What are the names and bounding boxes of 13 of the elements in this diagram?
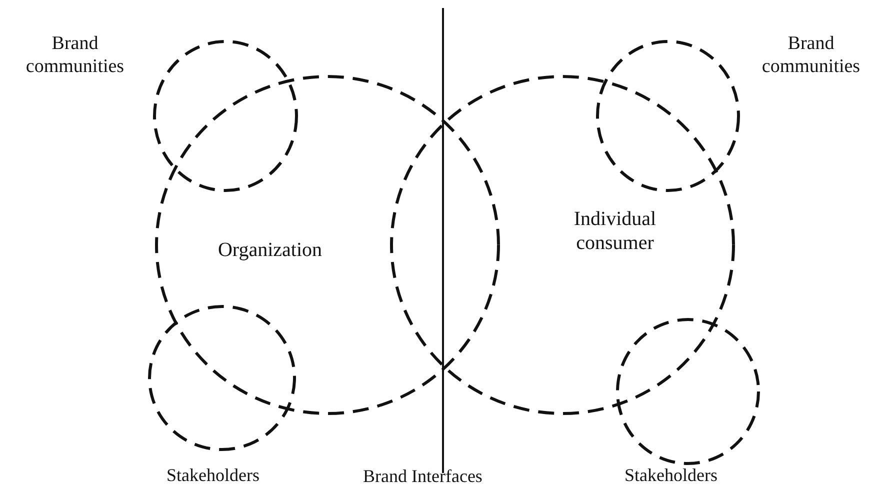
dashed-ellipse — [148, 305, 296, 451]
node-label: Stakeholders — [624, 465, 718, 487]
dashed-ellipse — [596, 40, 740, 192]
node-label: Stakeholders — [166, 465, 260, 487]
dashed-ellipse — [616, 318, 760, 465]
node-label: Brand communities — [760, 33, 862, 79]
node-label: Brand communities — [24, 33, 126, 79]
dashed-ellipse — [153, 40, 298, 192]
node-label: Individual consumer — [572, 207, 658, 255]
node-label: Organization — [216, 238, 324, 262]
axis-caption: Brand Interfaces — [363, 466, 482, 487]
dashed-ellipse — [155, 75, 500, 415]
dashed-ellipse — [390, 75, 735, 415]
